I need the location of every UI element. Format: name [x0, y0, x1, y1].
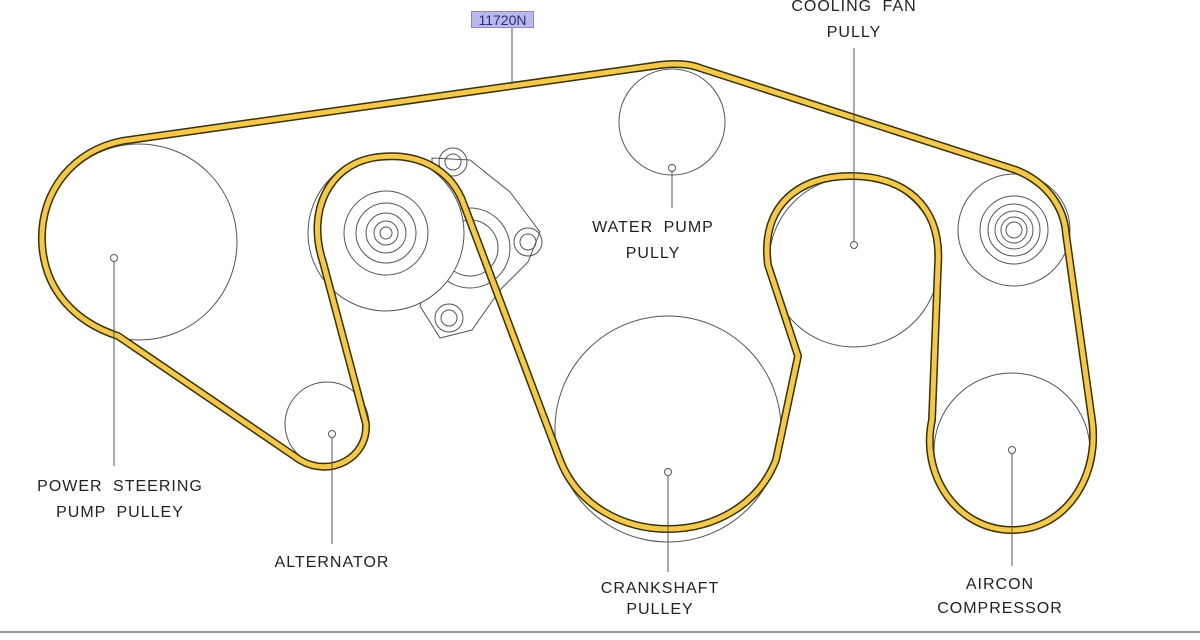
tensioner-pulley-ring	[355, 202, 417, 264]
tensioner-assembly	[307, 147, 543, 339]
tensioner-pulley-ring	[365, 212, 407, 254]
alternator-label: ALTERNATOR	[274, 554, 390, 571]
idler-pulley-outer	[957, 173, 1071, 287]
tensioner-pulley-ring	[379, 226, 393, 240]
tensioner-bolt-right-inner	[519, 233, 537, 251]
idler-pulley-ring	[1005, 221, 1023, 239]
idler-pulley	[957, 173, 1071, 287]
center-dot	[328, 430, 336, 438]
power-steering-label-line2: PUMP PULLEY	[56, 504, 184, 521]
bottom-divider	[0, 631, 1200, 633]
part-number-label: 11720N	[471, 11, 534, 28]
tensioner-bolt-right	[513, 227, 543, 257]
tensioner-bolt-bottom	[434, 303, 464, 333]
tensioner-bolt-top	[438, 147, 468, 177]
center-dot	[850, 241, 858, 249]
water-pump-label-line2: PULLY	[625, 245, 681, 262]
aircon-label-line1: AIRCON	[965, 576, 1035, 593]
crankshaft-label-line2: PULLEY	[626, 601, 694, 618]
cooling-fan-label-line2: PULLY	[826, 24, 882, 41]
aircon-label-line2: COMPRESSOR	[937, 600, 1063, 617]
idler-pulley-ring	[979, 195, 1049, 265]
idler-pulley-ring	[1000, 216, 1028, 244]
center-dot	[1008, 446, 1016, 454]
water-pump-pulley	[618, 68, 726, 176]
center-dot	[668, 164, 676, 172]
idler-pulley-ring	[994, 210, 1034, 250]
serpentine-belt-fill	[39, 61, 1096, 533]
tensioner-pulley-ring	[373, 220, 399, 246]
idler-pulley-ring	[987, 203, 1041, 257]
tensioner-bolt-bottom-inner	[440, 309, 458, 327]
tensioner-bolt-top-inner	[444, 153, 462, 171]
power-steering-label-line1: POWER STEERING	[37, 478, 203, 495]
center-dot	[110, 254, 118, 262]
crankshaft-label-line1: CRANKSHAFT	[600, 580, 720, 597]
center-dot	[664, 468, 672, 476]
cooling-fan-label-line1: COOLING FAN	[791, 0, 917, 15]
water-pump-label-line1: WATER PUMP	[592, 219, 714, 236]
tensioner-pulley-ring	[343, 190, 429, 276]
